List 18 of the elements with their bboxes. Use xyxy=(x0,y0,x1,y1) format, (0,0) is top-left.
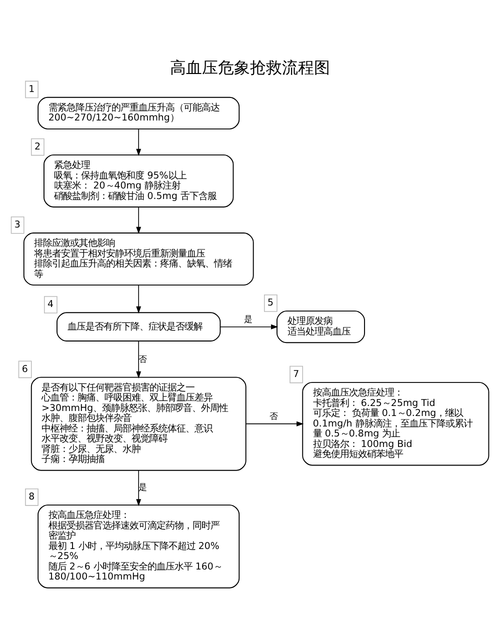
node-label: 5 xyxy=(268,297,274,308)
arrow xyxy=(136,284,142,313)
node-label: 7 xyxy=(293,368,300,380)
node-label: 6 xyxy=(22,363,28,374)
diagram-title: 高血压危象抢救流程图 xyxy=(170,57,330,76)
node-label: 3 xyxy=(14,219,20,230)
arrow xyxy=(136,340,142,378)
arrow xyxy=(246,420,304,426)
node-label: 4 xyxy=(48,298,54,310)
arrow xyxy=(136,128,142,156)
arrow xyxy=(220,324,278,329)
edge-label: 是 xyxy=(244,314,253,324)
arrow xyxy=(136,469,142,506)
edge-label: 否 xyxy=(270,411,279,422)
node-label: 8 xyxy=(28,491,35,502)
arrow xyxy=(136,206,142,234)
node-label: 2 xyxy=(34,140,41,152)
node-label: 1 xyxy=(28,83,35,94)
